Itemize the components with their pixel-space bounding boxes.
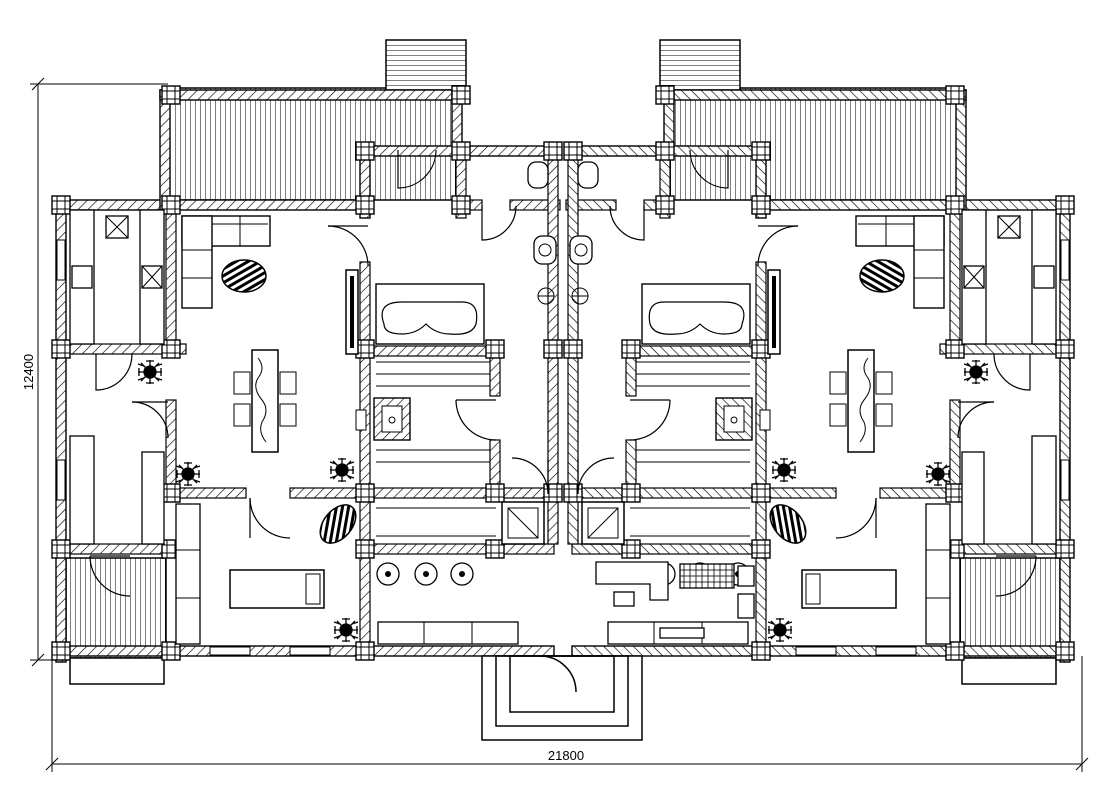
dimension-width-line [45,656,1089,772]
dimension-height-line [30,77,168,667]
dimension-height-label: 12400 [21,354,36,390]
office-furniture [595,561,755,639]
right-unit [564,40,1074,684]
dimension-width-label: 21800 [548,748,584,763]
left-unit [52,40,562,684]
entrance-porch [481,655,643,741]
